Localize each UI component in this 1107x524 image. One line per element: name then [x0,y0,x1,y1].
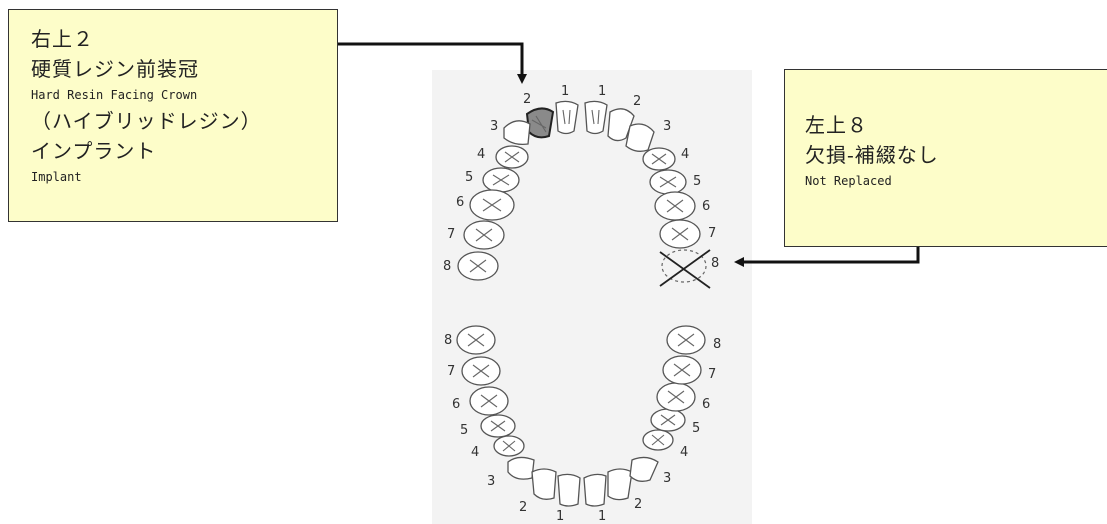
num-ll-8: 8 [713,337,721,352]
tooth-lower-left-6[interactable] [656,382,696,412]
num-ll-7: 7 [708,367,716,382]
num-ll-2: 2 [634,497,642,512]
num-ul-2: 2 [633,94,641,109]
implant-en-label: Implant [31,170,82,184]
tooth-position-label: 左上８ [805,113,868,137]
status-jp-label: 欠損-補綴なし [805,143,939,167]
tooth-upper-left-6[interactable] [654,191,696,221]
tooth-lower-right-3[interactable] [507,456,535,480]
num-ur-1: 1 [561,84,569,99]
num-ur-4: 4 [477,147,485,162]
num-ll-5: 5 [692,421,700,436]
tooth-upper-left-7[interactable] [659,219,701,249]
num-ul-5: 5 [693,174,701,189]
tooth-lower-right-1[interactable] [557,473,581,507]
num-lr-2: 2 [519,500,527,515]
num-ul-3: 3 [663,119,671,134]
treatment-en-label: Hard Resin Facing Crown [31,88,198,102]
tooth-upper-right-1[interactable] [555,100,579,135]
tooth-upper-right-8[interactable] [457,251,499,281]
tooth-upper-right-3[interactable] [503,120,531,146]
tooth-lower-left-4[interactable] [642,429,674,451]
tooth-upper-right-5[interactable] [482,167,520,193]
tooth-lower-left-3[interactable] [629,456,659,482]
material-jp-label: （ハイブリッドレジン） [31,109,262,133]
num-lr-8: 8 [444,333,452,348]
num-ur-8: 8 [443,259,451,274]
tooth-lower-left-7[interactable] [662,355,702,385]
tooth-lower-left-5[interactable] [650,408,686,432]
tooth-upper-left-5[interactable] [649,169,687,195]
annotation-box-upper-right-2: 右上２ 硬質レジン前装冠 Hard Resin Facing Crown （ハイ… [8,9,338,222]
tooth-position-label: 右上２ [31,27,94,51]
num-ul-7: 7 [708,226,716,241]
tooth-lower-right-5[interactable] [480,414,516,438]
num-ll-1: 1 [598,509,606,524]
num-ur-3: 3 [490,119,498,134]
annotation-box-upper-left-8: 左上８ 欠損-補綴なし Not Replaced [784,69,1107,247]
num-lr-1: 1 [556,509,564,524]
tooth-upper-left-4[interactable] [642,147,676,171]
tooth-upper-left-1[interactable] [584,100,608,135]
callout-arrow-upper-left-8 [734,247,920,267]
tooth-upper-right-4[interactable] [495,145,529,169]
dental-chart-background [432,70,752,524]
tooth-upper-right-6[interactable] [469,189,515,221]
tooth-lower-right-7[interactable] [461,356,501,386]
num-lr-5: 5 [460,423,468,438]
tooth-lower-right-8[interactable] [456,325,496,355]
num-ul-8: 8 [711,256,719,271]
num-lr-4: 4 [471,445,479,460]
upper-arch [457,100,711,289]
num-ur-6: 6 [456,195,464,210]
num-ll-3: 3 [663,471,671,486]
tooth-lower-right-2[interactable] [531,468,557,500]
num-ur-7: 7 [447,227,455,242]
tooth-lower-left-2[interactable] [607,468,633,501]
num-ul-1: 1 [598,84,606,99]
tooth-lower-right-6[interactable] [469,386,509,416]
tooth-number-labels: 1 2 3 4 5 6 7 8 1 2 3 4 5 6 7 8 8 7 6 5 … [443,84,721,524]
num-ur-2: 2 [523,92,531,107]
num-lr-6: 6 [452,397,460,412]
tooth-upper-right-7[interactable] [463,220,505,250]
treatment-jp-label: 硬質レジン前装冠 [31,57,199,81]
num-ur-5: 5 [465,170,473,185]
cross-mark-icon [659,249,711,289]
tooth-lower-left-1[interactable] [583,473,607,507]
callout-arrow-upper-right-2 [338,42,527,84]
num-ll-6: 6 [702,397,710,412]
num-lr-3: 3 [487,474,495,489]
tooth-lower-right-4[interactable] [493,435,525,457]
num-lr-7: 7 [447,364,455,379]
lower-arch [456,325,706,507]
tooth-upper-left-3[interactable] [625,123,655,152]
status-en-label: Not Replaced [805,174,892,188]
tooth-upper-right-2[interactable] [525,107,555,139]
num-ul-4: 4 [681,147,689,162]
num-ll-4: 4 [680,445,688,460]
num-ul-6: 6 [702,199,710,214]
tooth-upper-left-2[interactable] [607,108,635,142]
tooth-lower-left-8[interactable] [666,325,706,355]
implant-jp-label: インプラント [31,139,157,163]
tooth-upper-left-8-missing[interactable] [659,249,711,289]
